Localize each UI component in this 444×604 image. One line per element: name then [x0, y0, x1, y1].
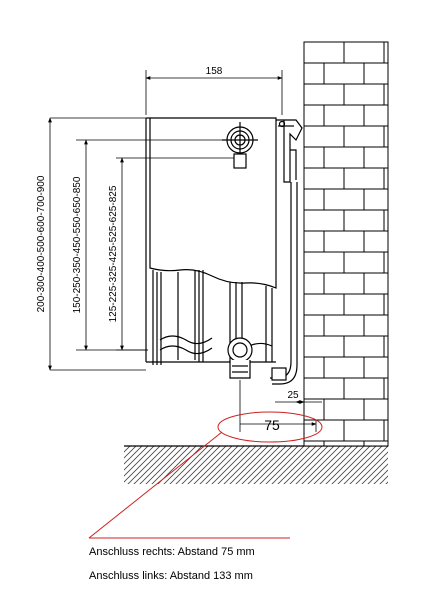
height-label-2: 150-250-350-450-550-650-850 [72, 176, 83, 313]
bottom-connection-icon [227, 337, 253, 379]
brick-wall [303, 41, 389, 447]
note-left-connection: Anschluss links: Abstand 133 mm [89, 570, 253, 582]
depth-label: 158 [206, 66, 223, 77]
highlight-callout [88, 411, 323, 539]
connection-distance-dimension [239, 380, 317, 432]
top-connection-icon [222, 122, 258, 169]
wall-pipe [270, 182, 298, 385]
wall-gap-label: 25 [287, 390, 299, 401]
radiator-body [145, 117, 303, 365]
floor [124, 445, 388, 484]
note-right-connection: Anschluss rechts: Abstand 75 mm [89, 546, 255, 558]
height-label-3: 125-225-325-425-525-625-825 [108, 185, 119, 322]
height-label-1: 200-300-400-500-600-700-900 [36, 175, 47, 312]
connection-distance-label: 75 [264, 417, 280, 433]
depth-dimension [145, 70, 283, 115]
height-dimensions [48, 117, 234, 371]
